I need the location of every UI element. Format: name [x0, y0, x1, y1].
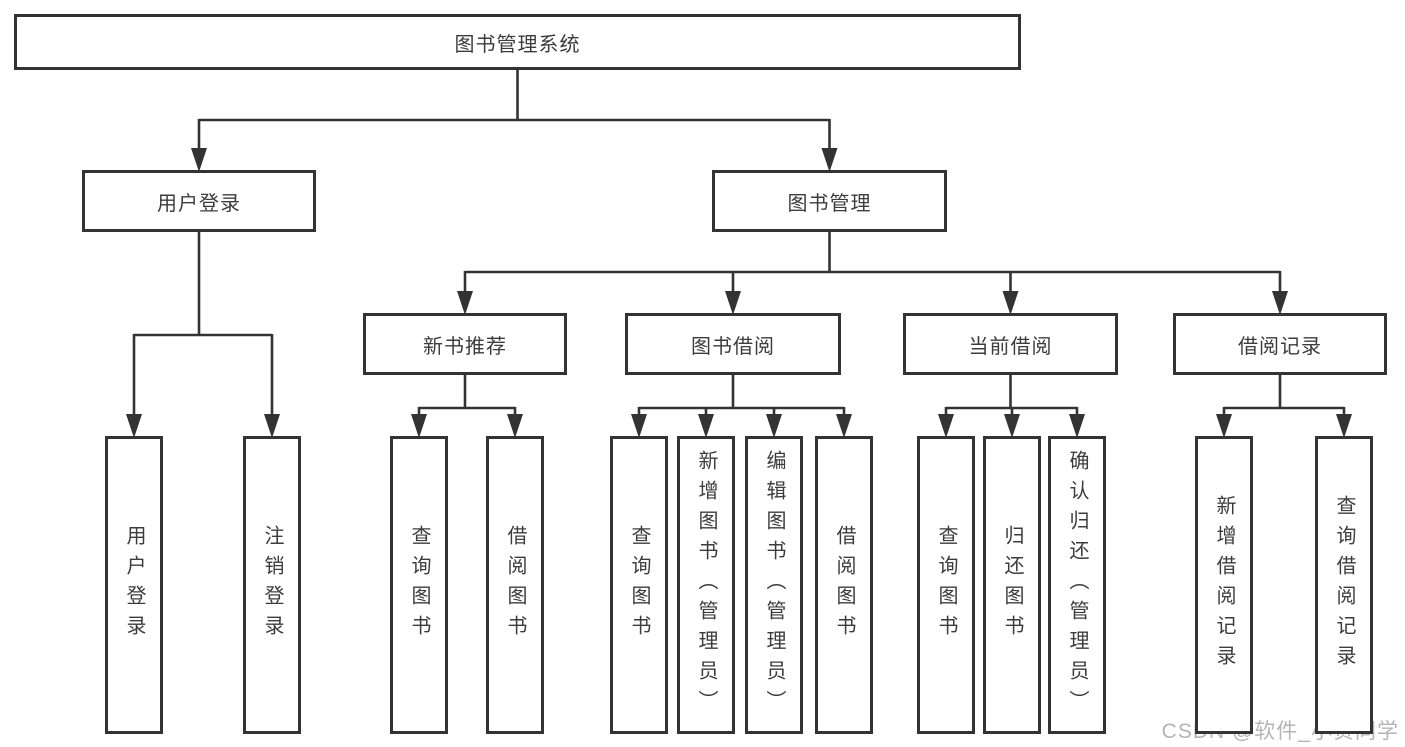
arrowhead-icon	[821, 148, 838, 172]
node-nb-query: 查询图书	[390, 436, 448, 734]
arrowhead-icon	[725, 291, 741, 315]
node-bw-add: 新增图书（管理员）	[677, 436, 735, 734]
node-new-book: 新书推荐	[363, 313, 567, 375]
node-rc-add: 新增借阅记录	[1195, 436, 1253, 734]
node-book-borrow: 图书借阅	[625, 313, 841, 375]
node-leaf-user-login: 用户登录	[105, 436, 163, 734]
arrowhead-icon	[457, 291, 473, 315]
node-leaf-logout: 注销登录	[243, 436, 301, 734]
node-bw-borrow: 借阅图书	[815, 436, 873, 734]
arrowhead-icon	[938, 414, 954, 438]
arrowhead-icon	[766, 414, 782, 438]
arrowhead-icon	[1004, 414, 1020, 438]
arrowhead-icon	[1272, 291, 1288, 315]
node-bw-edit: 编辑图书（管理员）	[745, 436, 803, 734]
node-current-borrow: 当前借阅	[903, 313, 1118, 375]
arrowhead-icon	[1002, 291, 1019, 315]
arrowhead-icon	[191, 148, 207, 172]
node-cu-query: 查询图书	[917, 436, 975, 734]
node-bw-query: 查询图书	[610, 436, 668, 734]
node-borrow-record: 借阅记录	[1173, 313, 1387, 375]
node-nb-borrow: 借阅图书	[486, 436, 544, 734]
arrowhead-icon	[698, 414, 714, 438]
arrowhead-icon	[411, 414, 427, 438]
arrowhead-icon	[836, 414, 852, 438]
node-cu-confirm: 确认归还（管理员）	[1048, 436, 1106, 734]
node-user-login: 用户登录	[82, 170, 316, 232]
node-root: 图书管理系统	[14, 14, 1021, 70]
arrowhead-icon	[1069, 414, 1085, 438]
arrowhead-icon	[1336, 414, 1352, 438]
node-book-mgmt: 图书管理	[712, 170, 947, 232]
arrowhead-icon	[264, 414, 280, 438]
arrowhead-icon	[631, 414, 647, 438]
arrowhead-icon	[507, 414, 523, 438]
node-rc-query: 查询借阅记录	[1315, 436, 1373, 734]
arrowhead-icon	[126, 414, 142, 438]
node-cu-return: 归还图书	[983, 436, 1041, 734]
arrowhead-icon	[1216, 414, 1232, 438]
